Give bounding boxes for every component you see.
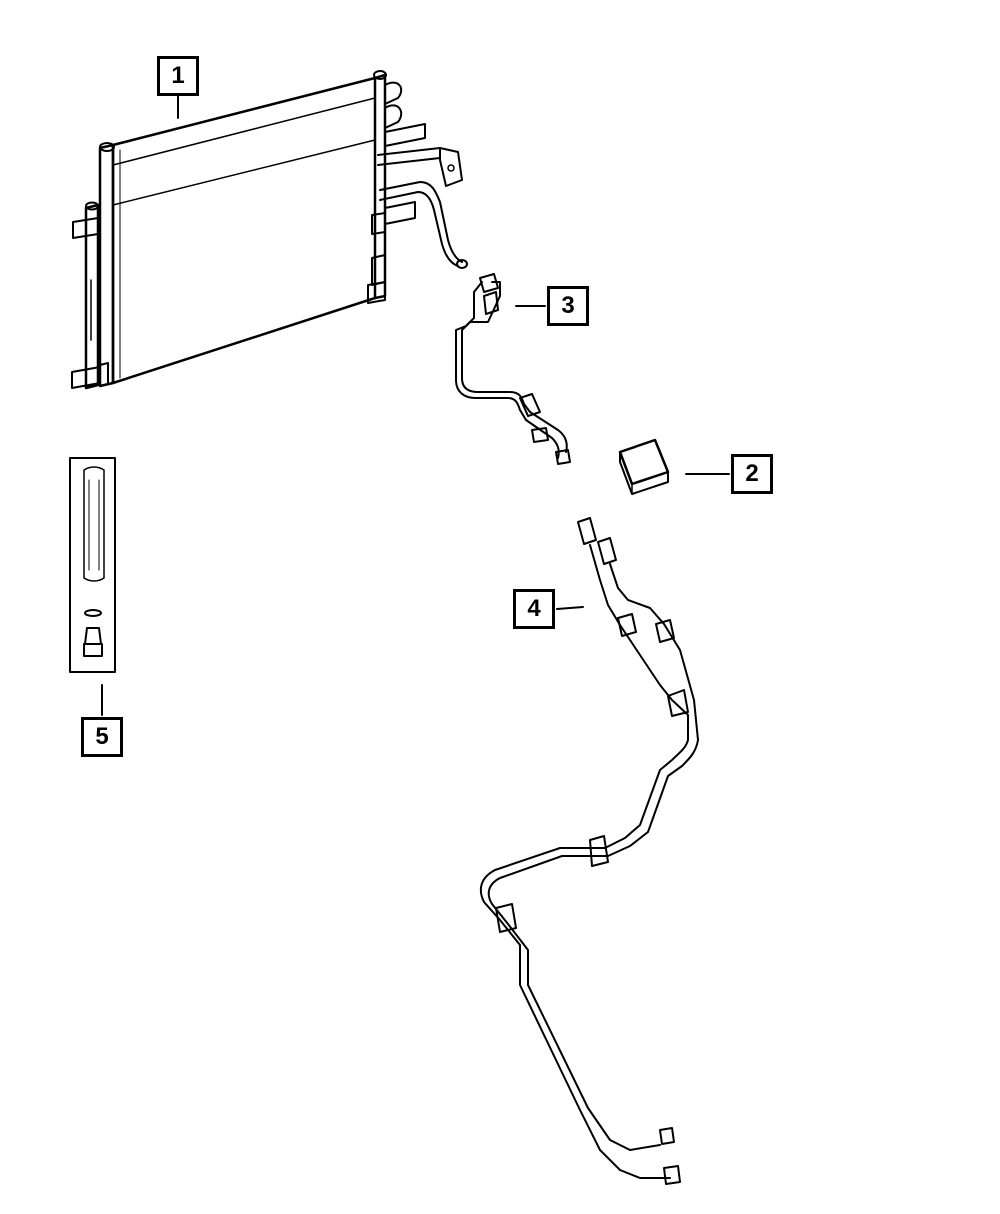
callout-label-3: 3 (547, 286, 589, 326)
oring-kit-part (69, 457, 116, 673)
filter-part (618, 438, 670, 495)
ac-line-part (479, 517, 699, 1185)
liquid-line-part (455, 273, 571, 465)
callout-label-4: 4 (513, 589, 555, 629)
callout-label-5: 5 (81, 717, 123, 757)
condenser-part (71, 70, 468, 390)
callout-4-leader (556, 606, 584, 610)
callout-label-2: 2 (731, 454, 773, 494)
callout-label-1: 1 (157, 56, 199, 96)
